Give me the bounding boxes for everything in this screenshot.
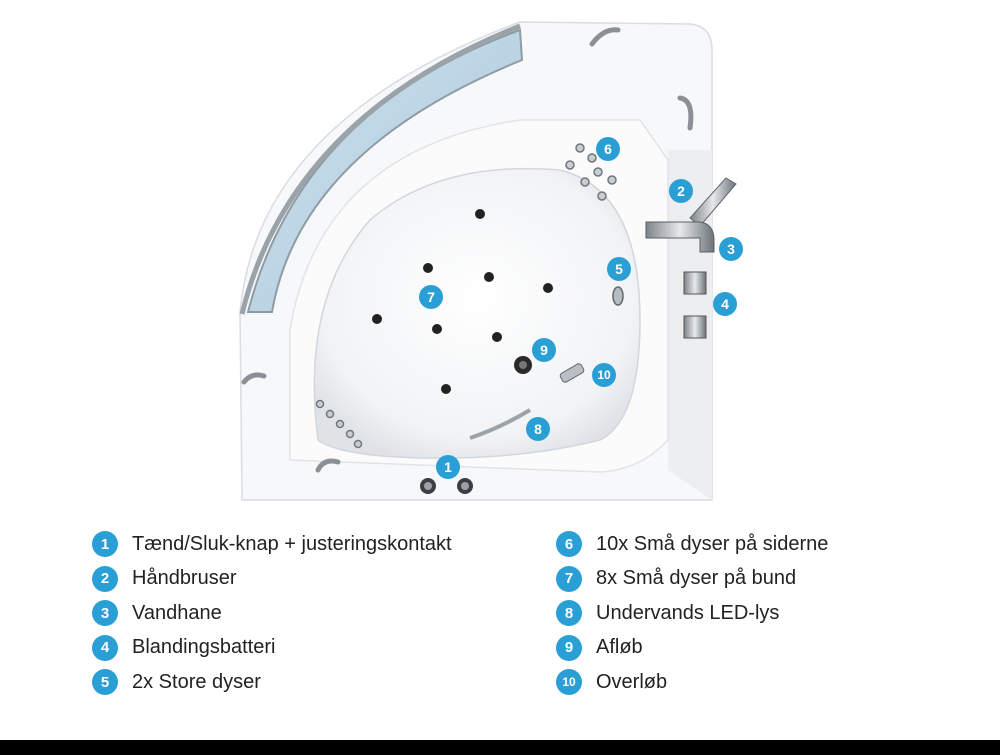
legend-number-badge: 6 [556,531,582,558]
grab-handles [241,27,694,473]
legend-item-3: 3 Vandhane [92,596,452,631]
overflow [559,363,585,383]
feature-marker-10: 10 [592,363,616,387]
legend-left: 1 Tænd/Sluk-knap + justeringskontakt 2 Hånd… [92,527,452,700]
legend-label: 10x Små dyser på siderne [596,532,829,555]
legend-item-7: 7 8x Små dyser på bund [556,562,828,597]
legend-label: Vandhane [132,601,222,624]
legend-label: 8x Små dyser på bund [596,567,797,590]
legend-item-4: 4 Blandingsbatteri [92,631,452,666]
legend-item-5: 5 2x Store dyser [92,665,452,700]
legend-number-badge: 2 [92,565,118,592]
bottom-jets [372,209,553,394]
legend-number-badge: 1 [92,531,118,558]
legend-number-badge: 5 [92,669,118,696]
legend-label: Undervands LED-lys [596,601,780,624]
legend-item-1: 1 Tænd/Sluk-knap + justeringskontakt [92,527,452,562]
feature-marker-6: 6 [596,137,620,161]
legend-label: 2x Store dyser [132,670,261,693]
feature-marker-8: 8 [526,417,550,441]
led-light [469,408,532,440]
feature-marker-4: 4 [713,292,737,316]
drain [514,356,532,374]
feature-marker-9: 9 [532,338,556,362]
legend-number-badge: 8 [556,600,582,627]
faucet [645,221,715,253]
large-jets [612,286,624,306]
legend-item-9: 9 Afløb [556,631,828,666]
legend-item-6: 6 10x Små dyser på siderne [556,527,828,562]
legend-item-2: 2 Håndbruser [92,562,452,597]
feature-marker-3: 3 [719,237,743,261]
legend-label: Håndbruser [132,567,237,590]
mixer [683,271,707,339]
legend-right: 6 10x Små dyser på siderne 7 8x Små dyser p… [556,527,828,700]
legend-item-10: 10 Overløb [556,665,828,700]
glass-window [246,28,524,313]
bottom-bar [0,740,1000,755]
feature-marker-5: 5 [607,257,631,281]
legend-number-badge: 4 [92,634,118,661]
feature-marker-2: 2 [669,179,693,203]
bathtub-figure [239,21,737,501]
legend-item-8: 8 Undervands LED-lys [556,596,828,631]
legend-label: Afløb [596,636,643,659]
legend-number-badge: 10 [556,669,582,696]
glass-frame [239,23,521,315]
bathtub-illustration [239,21,737,501]
side-jets [315,143,617,449]
legend-number-badge: 3 [92,600,118,627]
feature-marker-1: 1 [436,455,460,479]
legend-label: Blandingsbatteri [132,636,276,659]
legend-number-badge: 7 [556,565,582,592]
legend-label: Tænd/Sluk-knap + justeringskontakt [132,532,452,555]
legend-label: Overløb [596,670,668,693]
control-knobs [420,478,473,494]
legend-number-badge: 9 [556,634,582,661]
feature-marker-7: 7 [419,285,443,309]
